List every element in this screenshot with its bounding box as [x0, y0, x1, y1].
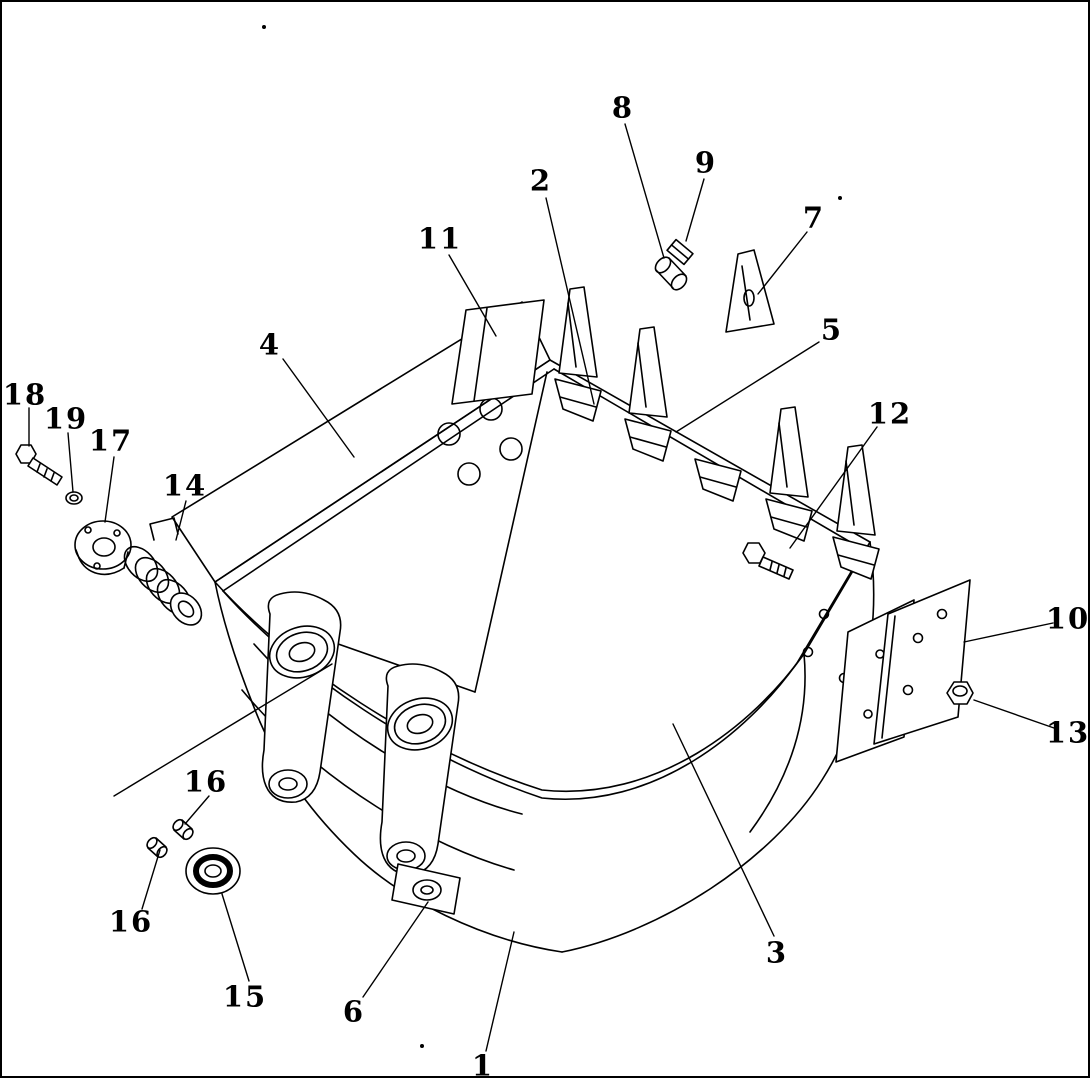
- leader-line-4: [282, 358, 355, 458]
- callout-18: 18: [2, 377, 48, 412]
- callout-17: 17: [88, 423, 134, 458]
- bolt: [742, 542, 794, 580]
- tooth: [554, 286, 602, 422]
- assembly-axis-line: [113, 663, 333, 797]
- tooth: [765, 406, 813, 542]
- back-wall-hole: [479, 397, 503, 421]
- leader-line-6: [362, 901, 429, 998]
- leader-line-5: [675, 341, 820, 433]
- leader-line-1: [485, 931, 515, 1052]
- leader-line-13: [973, 699, 1055, 729]
- leader-line-16-lower: [141, 849, 161, 910]
- callout-2: 2: [529, 163, 553, 198]
- callout-6: 6: [342, 994, 366, 1029]
- hinge-lug: [261, 591, 342, 803]
- callout-8: 8: [611, 90, 635, 125]
- leader-line-10: [963, 622, 1054, 643]
- hinge-bracket: [261, 591, 460, 875]
- teeth-row: [554, 286, 880, 580]
- small-pin: [172, 818, 194, 841]
- leader-line-2: [545, 197, 595, 405]
- leader-line-16-upper: [184, 795, 210, 825]
- side-plate-hole: [818, 608, 830, 620]
- callout-13: 13: [1045, 715, 1090, 750]
- callout-19: 19: [43, 401, 89, 436]
- back-wall-hole: [437, 422, 461, 446]
- back-wall-hole: [499, 437, 523, 461]
- tooth-adapter: [694, 458, 742, 502]
- callout-4: 4: [258, 327, 282, 362]
- bolt: [15, 444, 63, 486]
- leader-line-8: [624, 123, 665, 259]
- pin-boss-hole: [393, 703, 447, 745]
- side-cutter-right: [835, 579, 971, 763]
- leader-line-9: [685, 178, 705, 242]
- callout-1: 1: [471, 1048, 495, 1078]
- leader-line-12: [789, 426, 878, 549]
- leader-line-11: [448, 254, 497, 337]
- callout-3: 3: [765, 935, 789, 970]
- hinge-lug: [379, 663, 460, 875]
- callout-7: 7: [802, 200, 826, 235]
- callout-11: 11: [417, 221, 463, 256]
- callout-5: 5: [820, 312, 844, 347]
- callout-10: 10: [1045, 601, 1090, 636]
- callout-12: 12: [867, 396, 913, 431]
- nut: [946, 681, 974, 705]
- leader-line-19: [67, 432, 74, 493]
- callout-14: 14: [162, 468, 208, 503]
- side-cutter-left: [451, 299, 545, 405]
- leader-line-14: [175, 500, 187, 541]
- callout-16-lower: 16: [108, 904, 154, 939]
- leader-line-15: [221, 893, 250, 982]
- lug-lower-hole: [268, 769, 308, 799]
- bottom-boss: [391, 863, 461, 915]
- tooth: [832, 444, 880, 580]
- callout-16-upper: 16: [183, 764, 229, 799]
- print-artifact-dots: [262, 25, 842, 1048]
- seal-ring: [185, 847, 241, 895]
- tooth: [624, 326, 672, 462]
- leader-line-7: [757, 231, 808, 295]
- leader-line-3: [672, 723, 775, 937]
- tooth-pin: [654, 256, 688, 291]
- washer: [65, 491, 83, 505]
- back-wall-hole: [457, 462, 481, 486]
- bushing-stack: [123, 517, 203, 626]
- leader-line-17: [104, 456, 115, 523]
- callout-15: 15: [222, 979, 268, 1014]
- small-pin: [146, 836, 168, 859]
- callout-9: 9: [694, 145, 718, 180]
- side-plate-hole: [802, 646, 814, 658]
- pin-lock: [666, 238, 694, 266]
- retainer-cap: [74, 520, 132, 576]
- pin-boss-hole: [275, 631, 329, 673]
- exploded-tooth-point: [725, 249, 775, 333]
- leader-lines: [28, 123, 1055, 1052]
